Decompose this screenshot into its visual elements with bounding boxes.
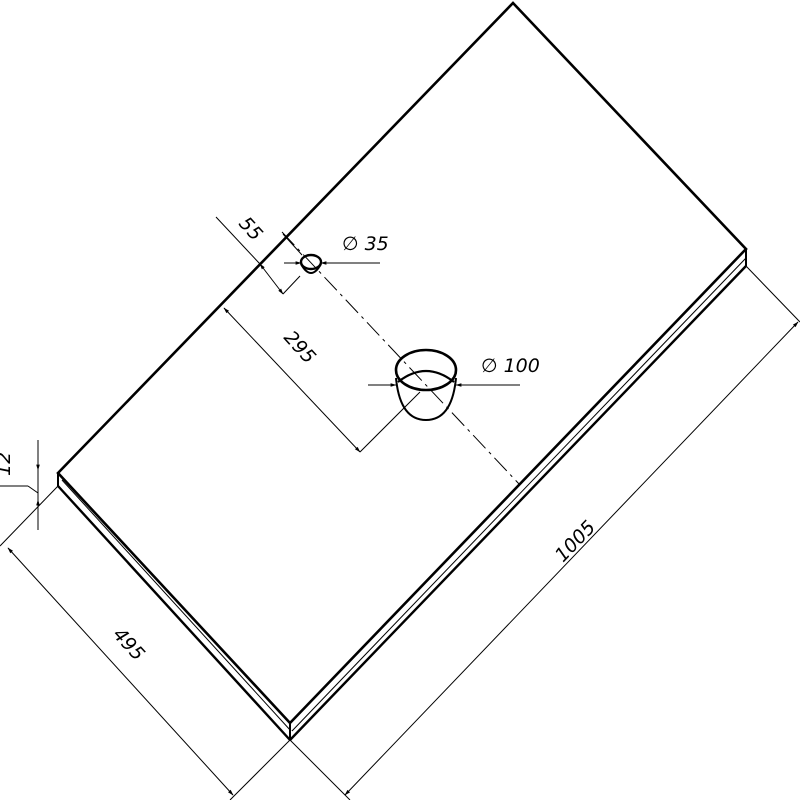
- slab-top-face: [56, 1, 748, 725]
- dim-hole-offset: [215, 216, 303, 295]
- dim-small-hole-diameter-label: ∅ 35: [342, 233, 389, 255]
- dim-thickness-label: 12: [0, 452, 15, 476]
- dim-length-label: 1005: [551, 516, 600, 566]
- slab-body: [56, 1, 748, 741]
- dim-thickness: [0, 440, 40, 530]
- slab-front-right-bottom: [289, 265, 747, 741]
- slab-front-left-bottom: [57, 485, 291, 741]
- dim-hole-spacing-label: 295: [279, 327, 320, 369]
- dim-length: [289, 265, 800, 800]
- slab-front-right-mid: [291, 257, 747, 732]
- dim-hole-offset-label: 55: [234, 213, 267, 246]
- dim-width-label: 495: [108, 624, 149, 666]
- small-hole: [299, 253, 323, 274]
- dim-hole-spacing: [223, 307, 421, 453]
- slab-front-left-mid: [61, 479, 292, 732]
- dim-large-hole-diameter-label: ∅ 100: [481, 355, 540, 377]
- dim-width: [0, 485, 291, 800]
